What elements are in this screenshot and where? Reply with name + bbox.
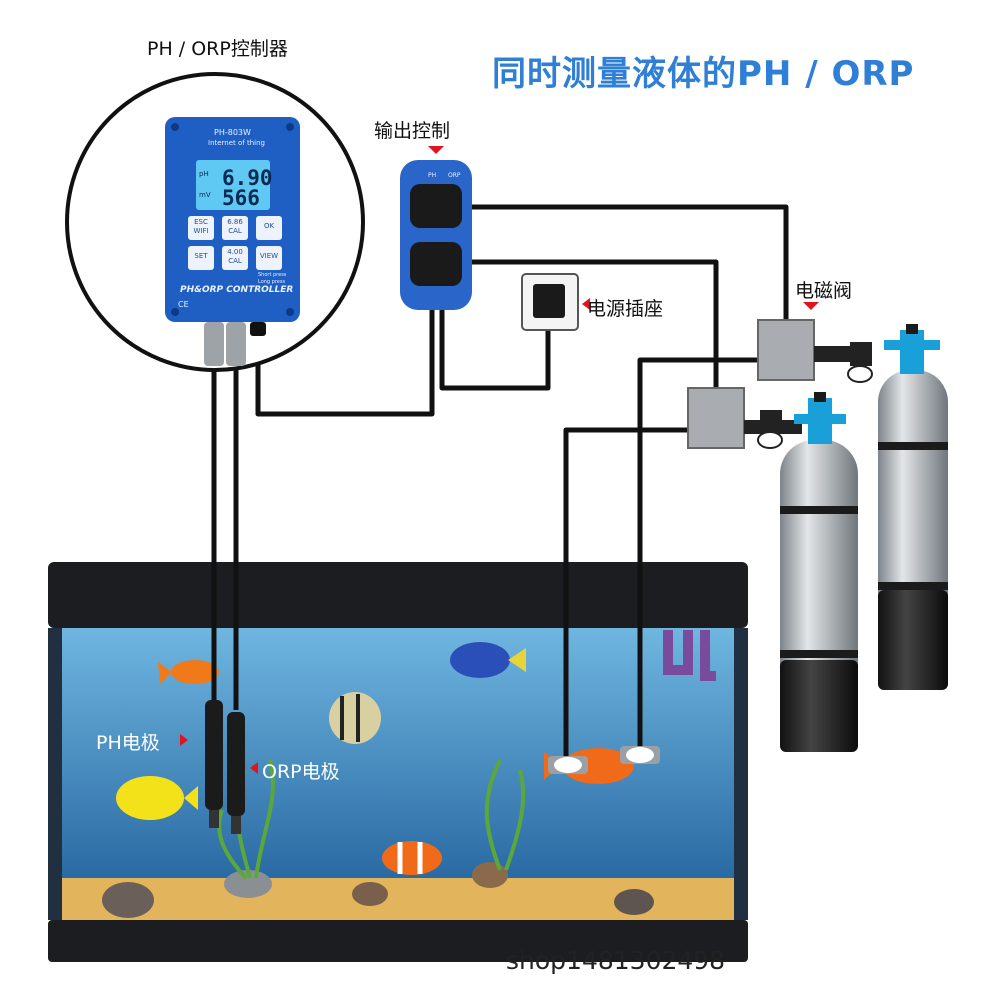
aquarium-lid [48,562,748,628]
fish-blue-tang [450,642,526,678]
ok-key[interactable]: OK [256,216,282,240]
orp-electrode [227,712,245,834]
relay-orp-tag: ORP [448,172,461,179]
fish-angelfish [329,692,381,744]
esc-key-label: ESC [194,218,208,226]
cable-relay-to-socket [439,308,551,391]
fish-yellow-tang [116,776,198,820]
right-view-key[interactable]: VIEW [256,246,282,270]
lcd-ph-value: 6.90 [222,166,273,190]
lcd-mv-unit: mV [199,191,211,199]
gas-cylinder-2 [780,392,858,752]
overflow-pipe [663,630,693,675]
gas-cylinder-1 [878,324,948,690]
ph-electrode-arrow [180,734,188,746]
cables [211,204,789,760]
cable-relay-bottom-to-valve2 [462,259,719,392]
down-cal-key[interactable]: 4.00 CAL [222,246,248,270]
device-model: PH-803W [214,128,251,137]
left-set-key[interactable]: SET [188,246,214,270]
rock [352,882,388,906]
ph-electrode-label: PH电极 [96,732,160,754]
fish-clownfish [382,841,442,875]
aquarium-right-frame [734,628,748,920]
cable-relay-top-to-valve1 [462,204,789,322]
valve-arrow [803,302,819,310]
down-key-value: 4.00 [227,248,243,256]
solenoid-valve-2 [687,387,802,449]
main-title: 同时测量液体的PH / ORP [492,54,915,94]
orp-electrode-label: ORP电极 [262,761,340,783]
ph-electrode [205,700,223,828]
controller-title: PH / ORP控制器 [147,38,288,60]
fish-orange [158,660,219,684]
lcd-ph-unit: pH [199,170,209,178]
legend-long-press: Long press [258,279,286,285]
lcd-mv-value: 566 [222,186,260,210]
down-key-sub: CAL [228,257,242,265]
legend-short-press: Short press [258,272,287,278]
ce-mark: CE [178,300,189,309]
up-cal-key[interactable]: 6.86 CAL [222,216,248,240]
dosing-outlet-2 [620,746,660,764]
return-pipe [700,630,716,681]
rock [614,889,654,915]
rock [472,862,508,888]
relay-box [400,146,472,310]
rock [102,882,154,918]
power-socket [521,273,590,331]
esc-wifi-key[interactable]: ESC WIFI [188,216,214,240]
orp-electrode-arrow [250,762,258,774]
rock [224,870,272,898]
solenoid-valve-label: 电磁阀 [795,280,853,302]
up-key-sub: CAL [228,227,242,235]
aquarium-base [48,920,748,962]
cable-controller-to-relay [255,308,435,417]
device-subtitle: Internet of thing [208,139,265,147]
wifi-key-label: WIFI [193,227,209,235]
output-control-label: 输出控制 [374,120,451,142]
output-control-arrow [428,146,444,154]
relay-ph-tag: PH [428,172,437,179]
controller-footer: PH&ORP CONTROLLER [180,285,294,295]
socket-arrow [582,298,590,310]
dosing-outlet-1 [548,756,588,774]
aquarium-left-frame [48,628,62,920]
power-socket-label: 电源插座 [587,298,664,320]
plant [217,759,526,880]
shop-watermark: shop1481302498 [506,946,726,975]
up-key-value: 6.86 [227,218,243,226]
solenoid-valve-1 [757,302,873,383]
